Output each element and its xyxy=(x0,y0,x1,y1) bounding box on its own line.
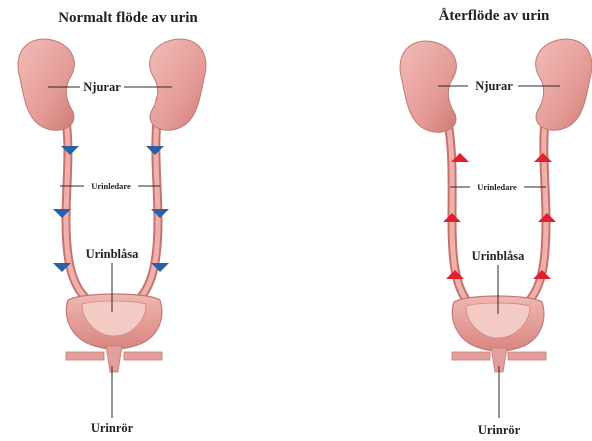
kidney-right xyxy=(536,39,592,130)
bladder xyxy=(66,294,162,349)
urethra-label: Urinrör xyxy=(478,423,521,437)
arrow-up-icon xyxy=(538,213,556,222)
arrow-up-icon xyxy=(443,213,461,222)
urethra xyxy=(66,346,162,372)
panel-reflux: Återflöde av urin xyxy=(400,8,592,437)
panel-title: Normalt flöde av urin xyxy=(58,10,198,26)
ureter-label: Urinledare xyxy=(91,181,131,191)
kidney-label: Njurar xyxy=(475,79,513,93)
arrow-up-icon xyxy=(533,270,551,279)
bladder-label: Urinblåsa xyxy=(86,247,140,261)
panel-normal-flow: Normalt flöde av urin xyxy=(18,10,206,435)
arrow-down-icon xyxy=(146,146,164,155)
arrow-up-icon xyxy=(446,270,464,279)
ureters xyxy=(444,100,548,302)
kidney-left xyxy=(18,39,74,130)
kidney-label: Njurar xyxy=(83,80,121,94)
ureter-label: Urinledare xyxy=(477,182,517,192)
panel-title: Återflöde av urin xyxy=(439,8,550,24)
kidney-left xyxy=(400,41,456,132)
urethra-label: Urinrör xyxy=(91,421,134,435)
bladder-label: Urinblåsa xyxy=(472,249,526,263)
kidney-right xyxy=(150,39,206,130)
arrow-up-icon xyxy=(534,153,552,162)
